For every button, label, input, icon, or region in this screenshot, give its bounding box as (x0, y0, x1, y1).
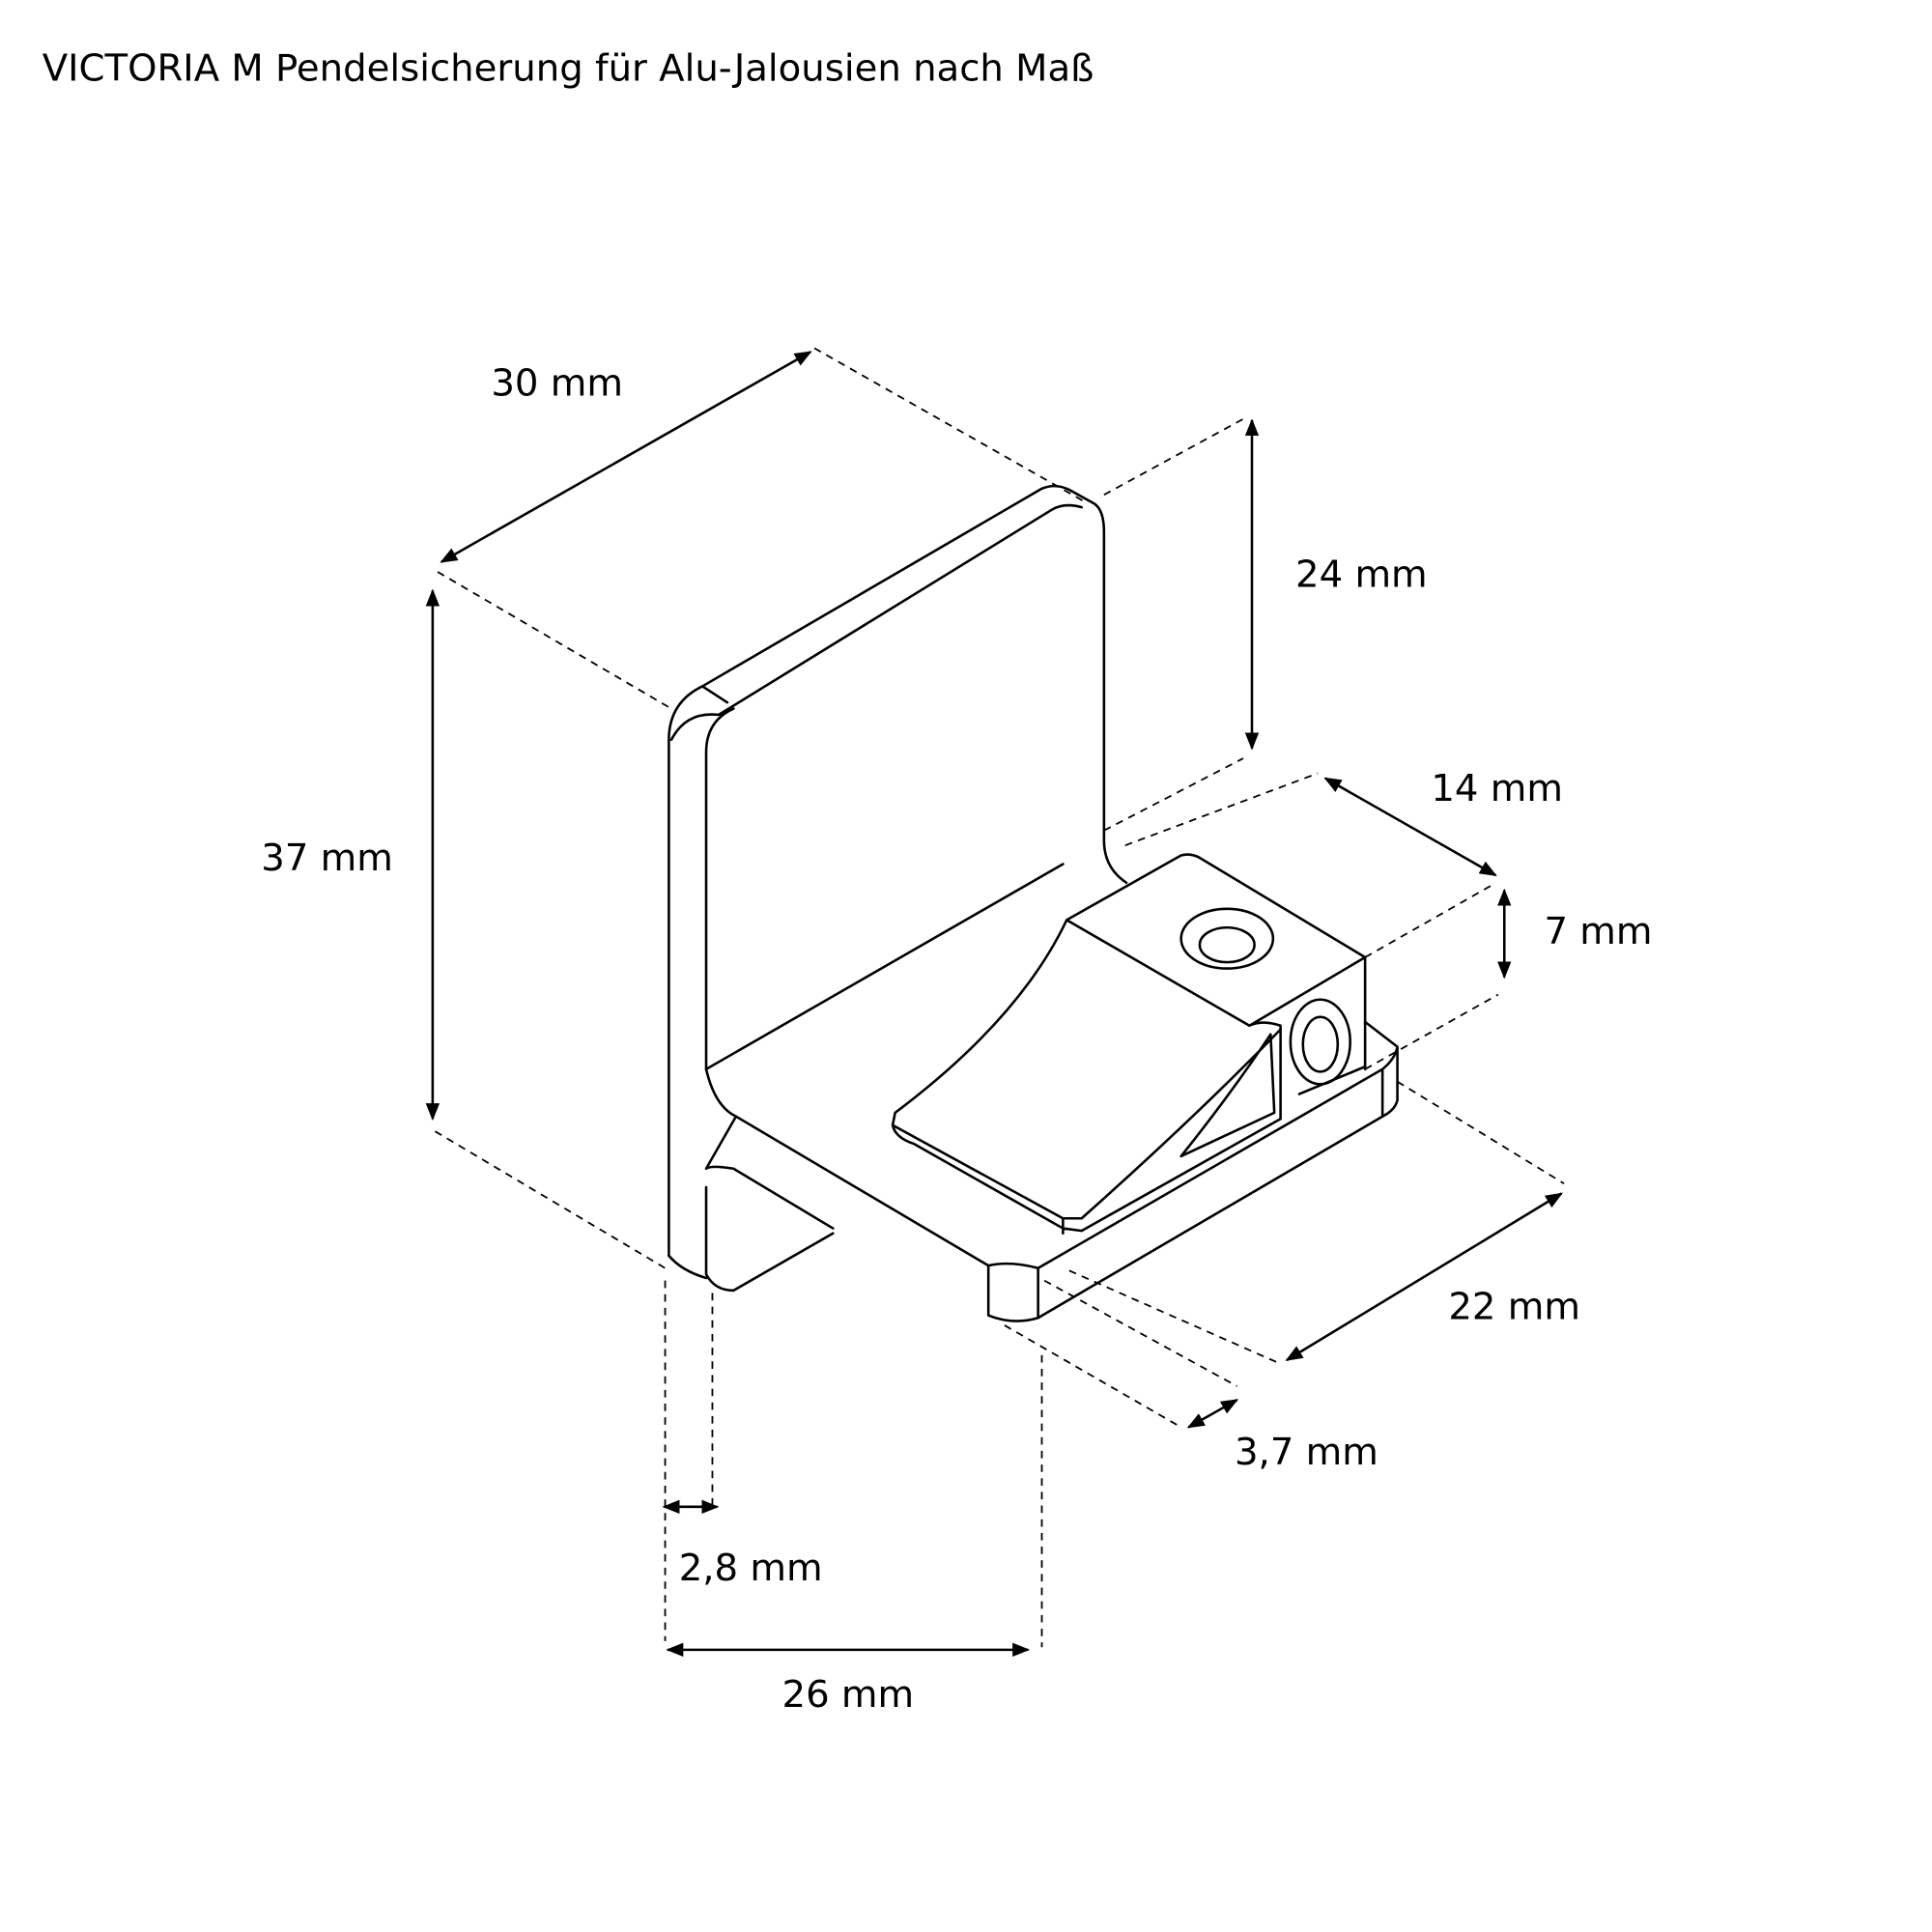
base-inner-edge (704, 863, 1065, 1267)
dim-label-height-plate: 24 mm (1295, 553, 1428, 596)
extension-lines (434, 347, 1565, 1648)
plate-front-face (669, 503, 1083, 1071)
dim-label-plate-thickness: 2,8 mm (679, 1547, 823, 1590)
dim-label-block-height: 7 mm (1544, 910, 1652, 953)
plate-top-edge (700, 685, 729, 704)
clip-block (891, 853, 1367, 1235)
dim-label-height-total: 37 mm (261, 837, 393, 880)
screw-hole-front (1289, 998, 1351, 1086)
drawing-title: VICTORIA M Pendelsicherung für Alu-Jalou… (43, 47, 1094, 91)
base-underside (668, 1115, 835, 1293)
dim-label-width-top: 30 mm (491, 361, 623, 405)
screw-hole-top (1179, 907, 1275, 970)
dimension-arrows (425, 351, 1564, 1658)
dim-label-block-depth: 14 mm (1431, 767, 1563, 810)
dim-label-base-depth: 22 mm (1448, 1286, 1580, 1329)
bracket-part (668, 484, 1399, 1322)
base-front-edge (986, 1020, 1399, 1322)
dim-label-base-length: 26 mm (782, 1673, 915, 1717)
plate-outline (668, 484, 1128, 1258)
dim-label-base-thickness: 3,7 mm (1235, 1431, 1378, 1474)
